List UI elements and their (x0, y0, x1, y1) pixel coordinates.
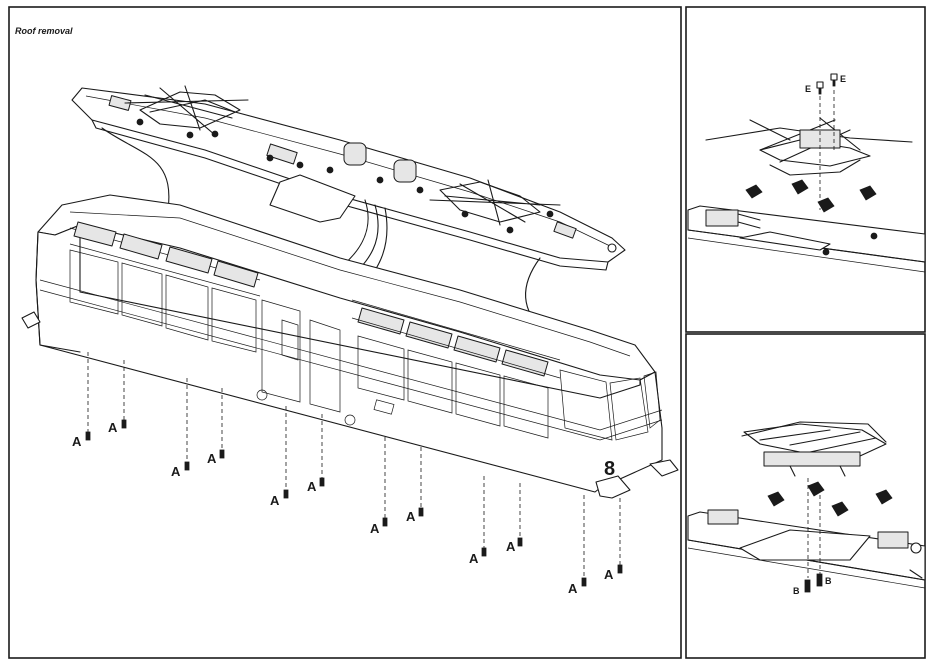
screw-label-a: A (108, 420, 118, 435)
screw-label-a: A (568, 581, 578, 596)
main-panel-frame (8, 6, 682, 659)
screw-label-a: A (207, 451, 217, 466)
screw-label-a: A (604, 567, 614, 582)
detail-panel-bottom-frame (685, 333, 926, 659)
screw-label-a: A (171, 464, 181, 479)
screw-label-b: B (793, 586, 800, 596)
screw-label-a: A (307, 479, 317, 494)
detail-panel-top-frame (685, 6, 926, 333)
screw-label-a: A (469, 551, 479, 566)
screw-label-a: A (370, 521, 380, 536)
detail-pantograph-removal: E E (687, 73, 926, 273)
screw-label-b: B (825, 576, 832, 586)
screw-label-a: A (506, 539, 516, 554)
detail-pantograph-base: B B (687, 421, 926, 596)
tram-car-body: 8 (21, 194, 679, 499)
screw-label-e: E (840, 74, 846, 84)
detached-roof (71, 85, 626, 333)
car-number: 8 (604, 458, 615, 480)
screw-label-a: A (72, 434, 82, 449)
screws-a: A A A A A A A A A A (72, 352, 623, 596)
screw-label-a: A (270, 493, 280, 508)
screw-label-a: A (406, 509, 416, 524)
screw-label-e: E (805, 84, 811, 94)
panel-title: Roof removal (15, 26, 73, 36)
